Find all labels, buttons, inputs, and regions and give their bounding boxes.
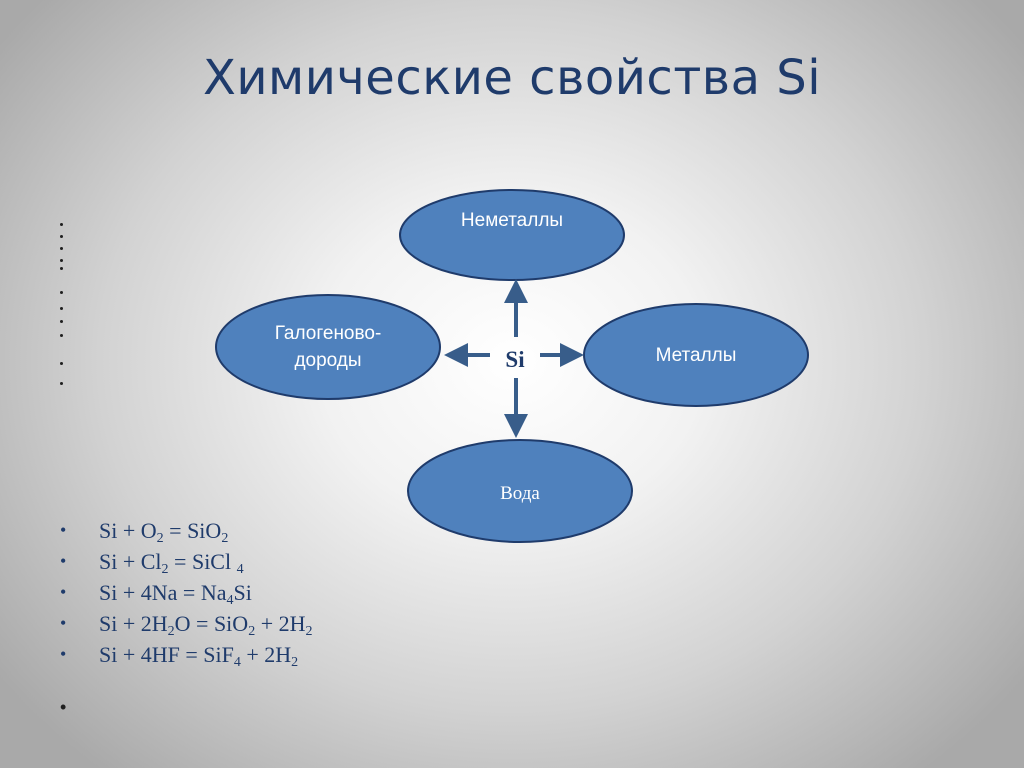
equation-text: Si + Cl2 = SiCl 4 (99, 549, 244, 577)
equation-part: + 2H (240, 642, 292, 667)
node-halogens-label-line1: Галогеново- (274, 323, 382, 344)
bullet-icon: • (60, 644, 67, 664)
node-halogens-label: Галогеново- дороды (228, 320, 428, 374)
dot (60, 259, 63, 262)
subscript: 2 (221, 531, 229, 546)
equation-item: • Si + 4Na = Na4Si (60, 577, 312, 608)
dot (60, 362, 63, 365)
equation-item: • Si + 4HF = SiF4 + 2H2 (60, 639, 312, 670)
equation-text: Si + 4HF = SiF4 + 2H2 (99, 642, 299, 670)
equation-part: O = SiO (174, 611, 249, 636)
node-nonmetals-label: Неметаллы (460, 210, 564, 231)
node-water-shape (407, 439, 633, 543)
node-halogens-label-line2: дороды (294, 350, 362, 371)
equation-part: + 2H (255, 611, 306, 636)
equation-part: = SiO (163, 518, 222, 543)
equation-part: Si + 2H (99, 611, 168, 636)
bullet-icon: • (60, 613, 67, 633)
bullet-icon: • (60, 582, 67, 602)
dot (60, 267, 63, 270)
dot (60, 320, 63, 323)
equation-part: Si + 4HF = SiF (99, 642, 234, 667)
subscript: 4 (226, 593, 234, 608)
node-nonmetals-shape (399, 189, 625, 281)
equations-list: •Si + O2 = SiO2•Si + Cl2 = SiCl 4•Si + 4… (60, 515, 312, 670)
subscript: 2 (167, 624, 175, 639)
node-metals-label: Металлы (655, 345, 737, 366)
dot (60, 223, 63, 226)
subscript: 2 (291, 655, 299, 670)
subscript: 2 (248, 624, 256, 639)
dot (60, 247, 63, 250)
subscript: 2 (156, 531, 164, 546)
empty-bullet: • (60, 697, 67, 717)
subscript: 4 (233, 655, 241, 670)
dot (60, 307, 63, 310)
center-si-label: Si (505, 347, 525, 372)
slide-title: Химические свойства Si (202, 50, 822, 106)
dot (60, 235, 63, 238)
equation-part: Si + 4Na = Na (99, 580, 227, 605)
bullet-icon: • (60, 520, 67, 540)
dot (60, 291, 63, 294)
equation-text: Si + 4Na = Na4Si (99, 580, 252, 608)
equation-text: Si + 2H2O = SiO2 + 2H2 (99, 611, 313, 639)
subscript: 2 (305, 624, 313, 639)
node-water-label: Вода (500, 483, 540, 504)
equation-part: Si + O (99, 518, 157, 543)
dot (60, 334, 63, 337)
equation-part: Si + Cl (99, 549, 162, 574)
equation-text: Si + O2 = SiO2 (99, 518, 229, 546)
equation-part: Si (233, 580, 252, 605)
equation-part: = SiCl (168, 549, 237, 574)
equation-item: •Si + O2 = SiO2 (60, 515, 312, 546)
equation-item: •Si + 2H2O = SiO2 + 2H2 (60, 608, 312, 639)
dot (60, 382, 63, 385)
subscript: 2 (161, 562, 169, 577)
bullet-icon: • (60, 551, 67, 571)
node-halogens-shape (215, 294, 441, 400)
node-metals-shape (583, 303, 809, 407)
subscript: 4 (236, 562, 244, 577)
equation-item: • Si + Cl2 = SiCl 4 (60, 546, 312, 577)
